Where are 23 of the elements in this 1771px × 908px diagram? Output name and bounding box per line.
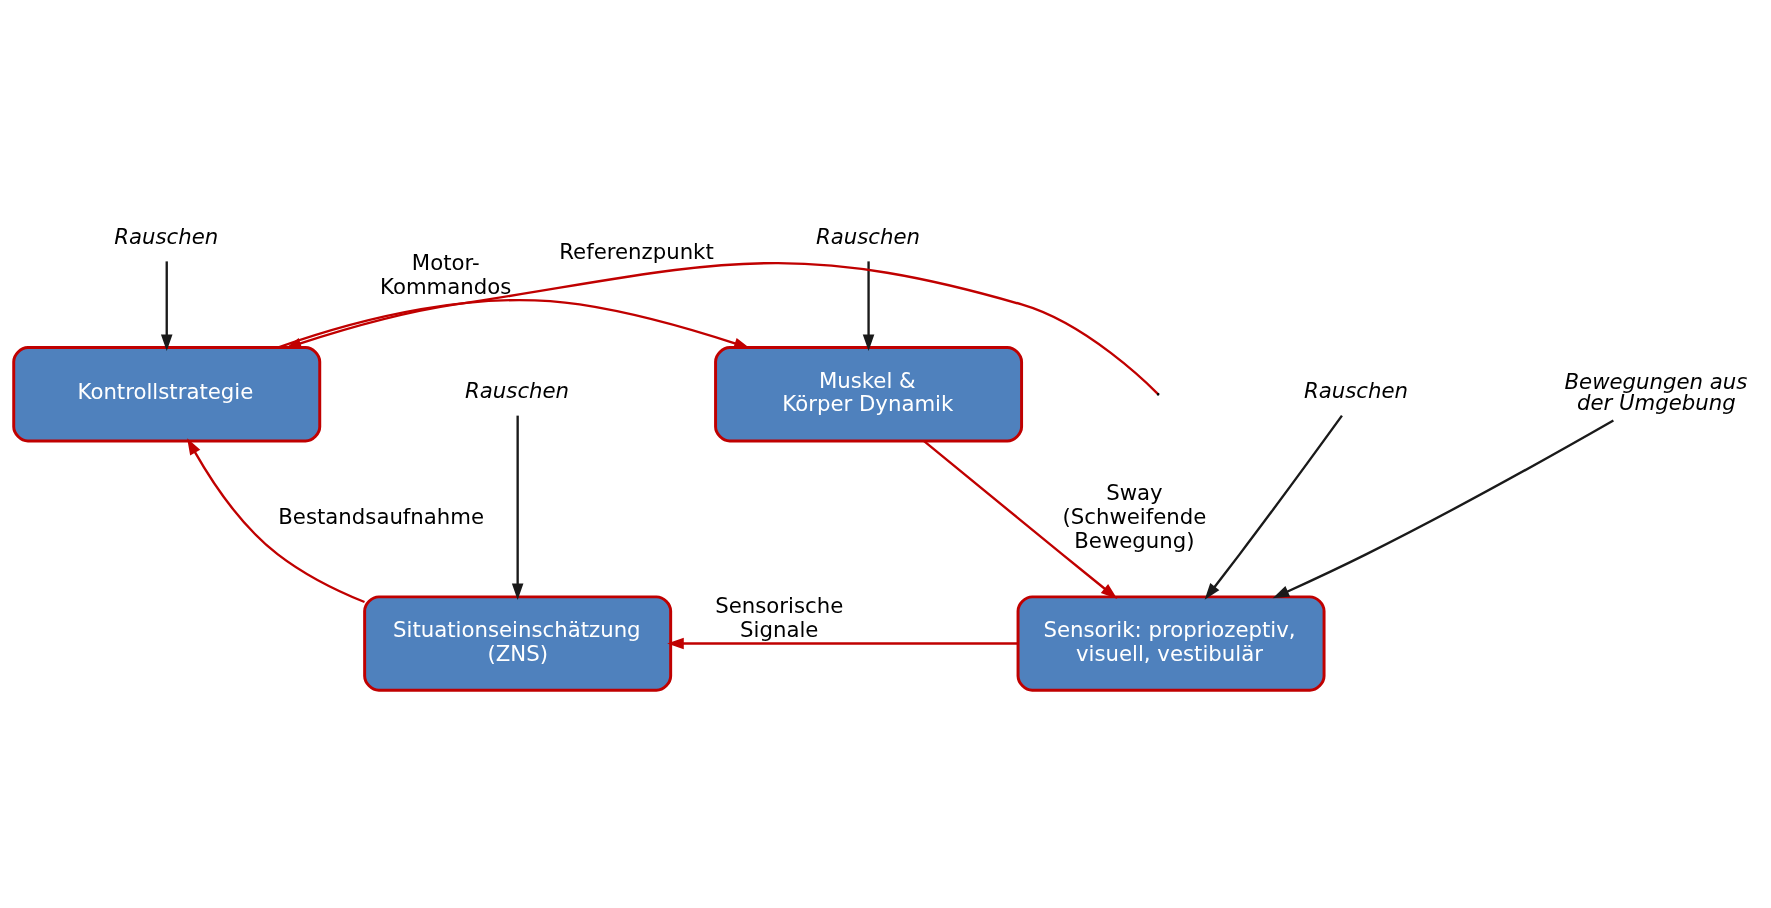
node-text: Rauschen (113, 223, 218, 249)
edge-label: Bestandsaufnahme (277, 503, 484, 529)
node-text: Rauschen (464, 377, 569, 403)
arrow (1204, 414, 1343, 600)
arrow (186, 437, 365, 603)
arrow (862, 260, 874, 351)
arrow (666, 637, 1018, 649)
arrow (1272, 418, 1614, 598)
node-box: Sensorik: propriozeptiv, visuell, vestibulär (1016, 594, 1326, 692)
edge-label: Motor- Kommandos (379, 249, 511, 299)
node-box: Muskel & Körper Dynamik (713, 345, 1023, 442)
edge-label: Sensorische Signale (714, 592, 843, 642)
node-box: Situationseinschätzung (ZNS) (362, 594, 672, 692)
node-text: Rauschen (1303, 377, 1408, 403)
node-text: Bewegungen aus der Umgebung (1564, 368, 1747, 415)
node-text: Rauschen (815, 223, 920, 249)
edge-label: Referenzpunkt (558, 238, 714, 264)
node-box: Kontrollstrategie (11, 345, 321, 442)
arrow (160, 260, 173, 351)
arrow (276, 298, 750, 349)
arrow (922, 439, 1117, 599)
arrow (511, 415, 523, 600)
edge-label: Sway (Schweifende Bewegung) (1061, 479, 1206, 553)
